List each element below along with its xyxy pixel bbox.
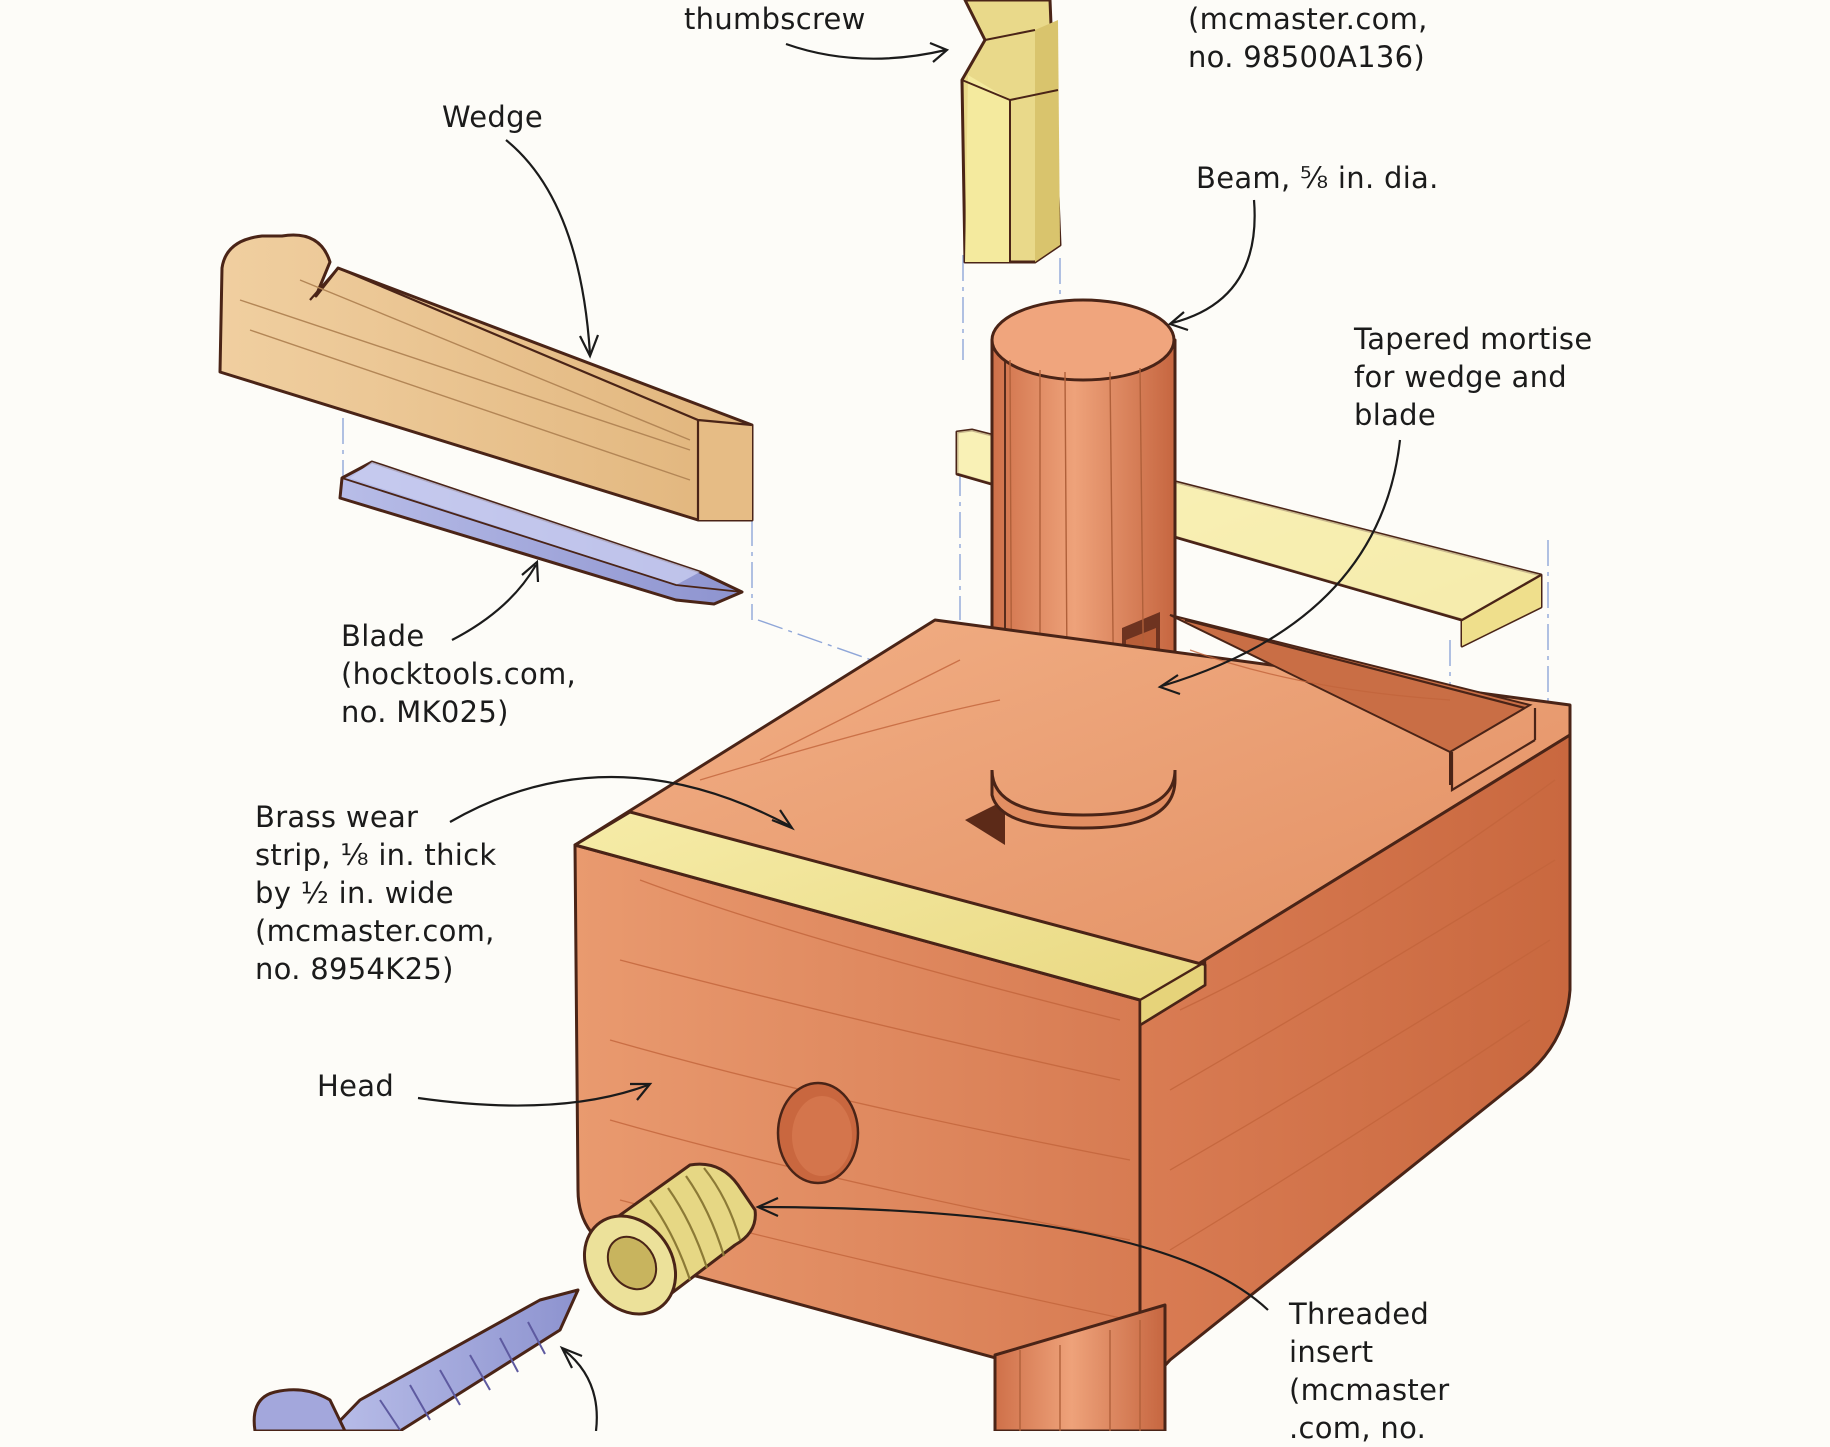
threaded-insert-line-2: insert [1289, 1335, 1374, 1369]
brass-strip-leader [449, 775, 791, 827]
beam-leader [1171, 199, 1256, 325]
brass-strip-line-4: (mcmaster.com, [255, 914, 495, 948]
thumbscrew-label: thumbscrew [684, 0, 866, 38]
beam-label-line: Beam, ⅝ in. dia. [1196, 161, 1439, 195]
head-label-line: Head [317, 1069, 395, 1103]
head-leader [417, 1083, 649, 1107]
brass-strip-line-5: no. 8954K25) [255, 952, 454, 986]
tapered-mortise-line-3: blade [1354, 398, 1436, 432]
brass-wear-strip-part [573, 810, 1207, 1028]
blade-label-line-1: Blade [341, 619, 425, 653]
blade-label-line-2: (hocktools.com, [341, 657, 577, 691]
top-part-source-label: (mcmaster.com, no. 98500A136) [1188, 0, 1428, 76]
head-label: Head [317, 1067, 394, 1105]
brass-strip-line-2: strip, ⅛ in. thick [255, 838, 497, 872]
threaded-insert-leader [759, 1205, 1269, 1311]
top-part-source-line-1: (mcmaster.com, [1188, 2, 1428, 36]
threaded-insert-label: Threaded insert (mcmaster .com, no. [1289, 1295, 1449, 1447]
brass-strip-label: Brass wear strip, ⅛ in. thick by ½ in. w… [255, 798, 496, 988]
tapered-mortise-leader [1161, 439, 1402, 688]
wedge-label: Wedge [442, 98, 543, 136]
tapered-mortise-line-1: Tapered mortise [1354, 322, 1593, 356]
tapered-mortise-label: Tapered mortise for wedge and blade [1354, 320, 1592, 434]
beam-label: Beam, ⅝ in. dia. [1196, 159, 1439, 197]
blade-label-line-3: no. MK025) [341, 695, 509, 729]
blade-part [338, 460, 744, 606]
wedge-part [218, 233, 754, 522]
wedge-label-line: Wedge [442, 100, 543, 134]
top-part-source-line-2: no. 98500A136) [1188, 40, 1426, 74]
threaded-insert-line-1: Threaded [1289, 1297, 1430, 1331]
brass-strip-line-1: Brass wear [255, 800, 419, 834]
beam-lower-part [993, 1303, 1167, 1431]
threaded-insert-part [582, 1162, 757, 1316]
wedge-leader [505, 139, 592, 355]
head-part [573, 614, 1572, 1395]
thumbscrew-part [960, 0, 1062, 264]
thumbscrew-leader [785, 42, 947, 60]
screw-part [252, 1288, 580, 1431]
brass-strip-line-3: by ½ in. wide [255, 876, 454, 910]
tapered-mortise-line-2: for wedge and [1354, 360, 1567, 394]
threaded-insert-line-3: (mcmaster [1289, 1373, 1450, 1407]
thumbscrew-label-line: thumbscrew [684, 2, 866, 36]
threaded-insert-line-4: .com, no. [1289, 1411, 1427, 1445]
leader-lines [417, 41, 1402, 1431]
blade-leader [451, 564, 537, 641]
blade-label: Blade (hocktools.com, no. MK025) [341, 617, 576, 731]
screw-leader [563, 1349, 598, 1431]
